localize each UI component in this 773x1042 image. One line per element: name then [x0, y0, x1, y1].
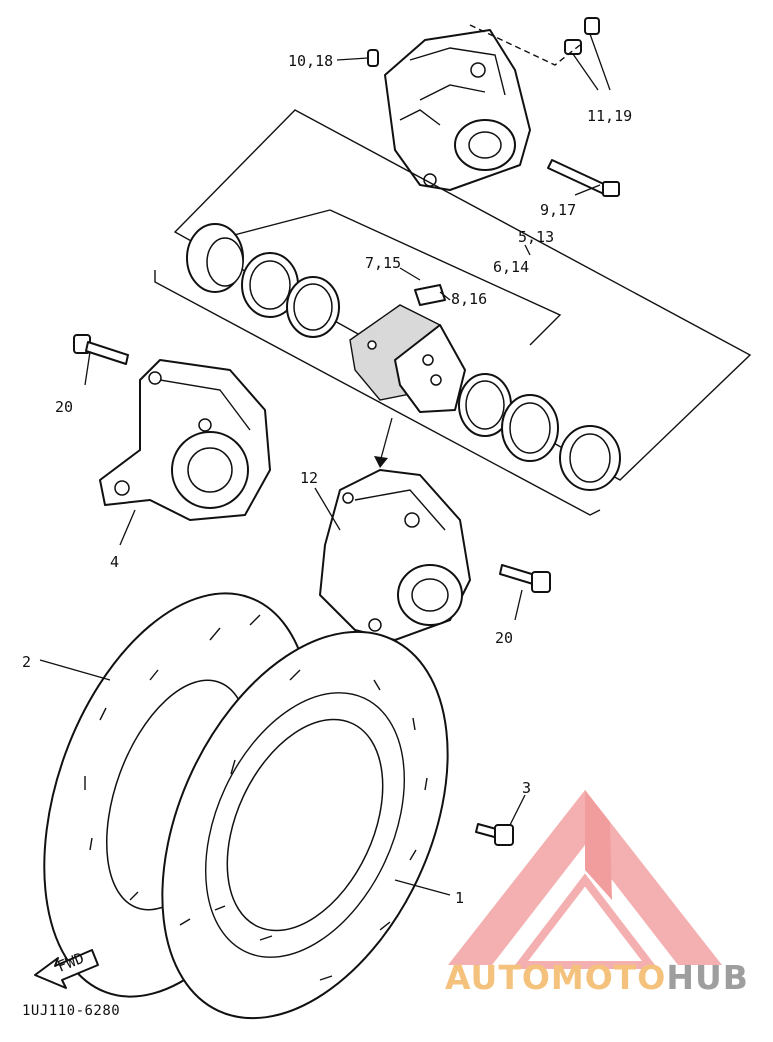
- label-4: 4: [110, 553, 119, 571]
- label-11-19: 11,19: [587, 107, 632, 125]
- caliper-lower: [319, 469, 471, 641]
- assembly-arrow: [379, 417, 393, 463]
- label-2: 2: [22, 653, 31, 671]
- label-12: 12: [300, 469, 318, 487]
- piston-left: [186, 223, 244, 293]
- label-20-left: 20: [55, 398, 73, 416]
- label-5-13: 5,13: [518, 228, 554, 246]
- label-6-14: 6,14: [493, 258, 529, 276]
- seal-left-inner: [286, 276, 340, 338]
- label-20-right: 20: [495, 629, 513, 647]
- pad-pin-clip: [367, 49, 379, 67]
- pad-spring: [414, 284, 446, 306]
- diagram-code: 1UJ110-6280: [22, 1003, 121, 1019]
- bolt-right: [499, 564, 551, 593]
- disc-slots: [84, 614, 428, 981]
- label-9-17: 9,17: [540, 201, 576, 219]
- watermark-text: AUTOMOTOHUB: [445, 958, 749, 997]
- bolt-left: [73, 334, 129, 365]
- leader-lines: [39, 57, 601, 896]
- watermark-text-part1: AUTOMOTO: [445, 958, 667, 997]
- label-10-18: 10,18: [288, 52, 333, 70]
- label-8-16: 8,16: [451, 290, 487, 308]
- upper-caliper: [384, 29, 531, 191]
- caliper-pin: [547, 159, 620, 197]
- fwd-arrow: FWD: [34, 949, 99, 989]
- watermark-text-part2: HUB: [666, 958, 749, 997]
- label-1: 1: [455, 889, 464, 907]
- seal-left-outer: [241, 252, 299, 318]
- caliper-left: [99, 359, 271, 521]
- brake-pads: [349, 304, 466, 413]
- seal-right-inner: [458, 373, 512, 437]
- bleed-screws: [564, 17, 611, 91]
- piston-right: [559, 425, 621, 491]
- seal-right-outer: [501, 394, 559, 462]
- watermark-logo: [448, 790, 722, 969]
- disc-bolt: [475, 823, 514, 846]
- brake-disc-front: [161, 630, 449, 1020]
- label-3: 3: [522, 779, 531, 797]
- label-7-15: 7,15: [365, 254, 401, 272]
